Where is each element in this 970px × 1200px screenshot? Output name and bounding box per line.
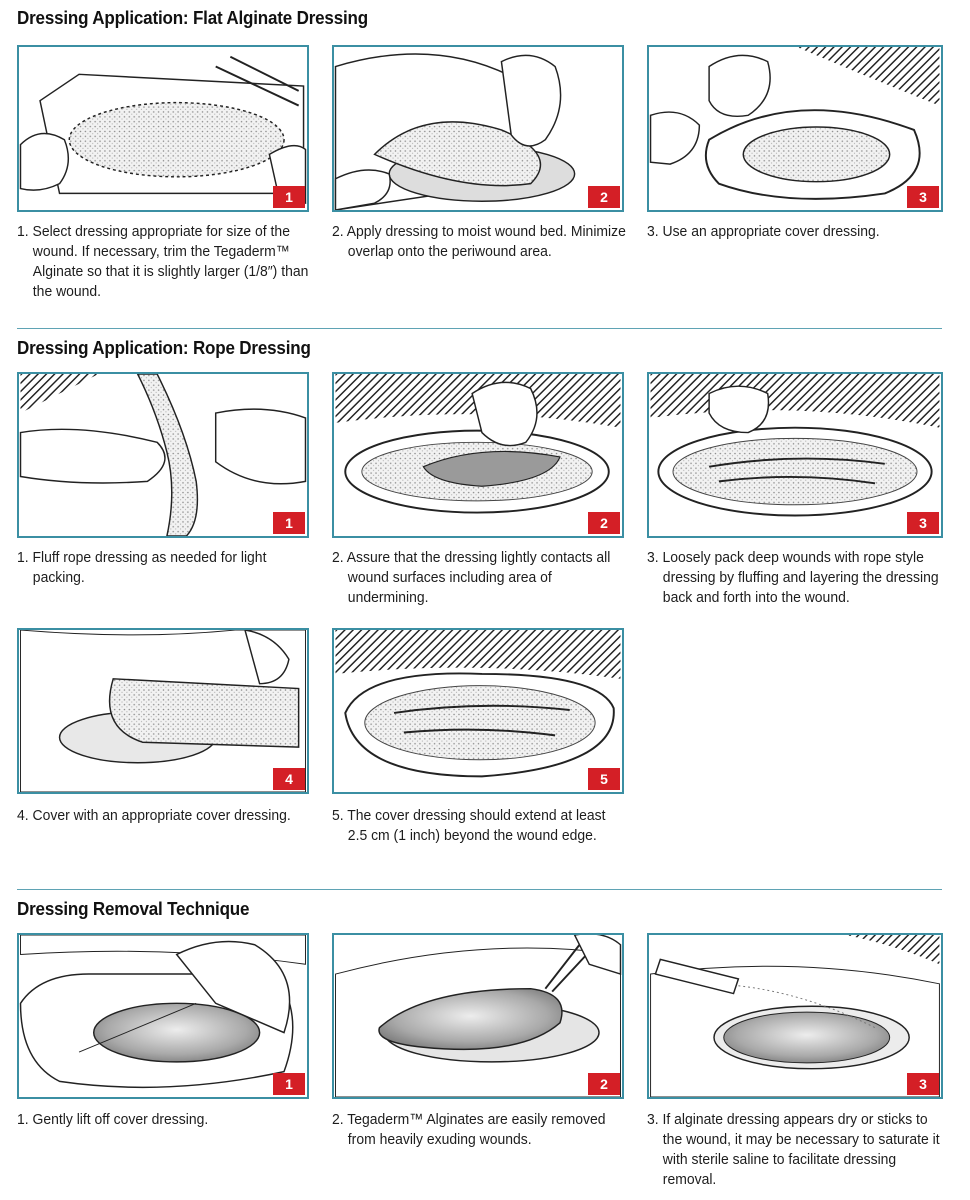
lift-cover-illustration [19, 935, 306, 1089]
illustration-rope-step-2: 2 [332, 372, 624, 538]
step-badge: 1 [273, 512, 305, 534]
step-caption: 1. Select dressing appropriate for size … [17, 223, 309, 300]
cover-dressing-illustration [649, 47, 940, 200]
illustration-removal-step-1: 1 [17, 933, 309, 1099]
step-caption: 1. Fluff rope dressing as needed for lig… [17, 549, 267, 586]
apply-dressing-illustration [334, 53, 576, 210]
step-caption: 5. The cover dressing should extend at l… [332, 807, 606, 844]
step-badge: 2 [588, 512, 620, 534]
step-caption: 2. Tegaderm™ Alginates are easily remove… [332, 1111, 606, 1148]
remove-alginate-illustration [335, 935, 622, 1097]
apply-cover-illustration [20, 630, 306, 792]
step-caption: 3. If alginate dressing appears dry or s… [647, 1111, 940, 1188]
section-title-removal: Dressing Removal Technique [17, 898, 250, 919]
step-badge: 3 [907, 512, 939, 534]
step-badge: 1 [273, 186, 305, 208]
trim-dressing-illustration [19, 55, 307, 205]
step-badge: 5 [588, 768, 620, 790]
illustration-rope-step-4: 4 [17, 628, 309, 794]
fluff-rope-illustration [19, 374, 307, 536]
step-badge: 4 [273, 768, 305, 790]
section-title-flat-alginate: Dressing Application: Flat Alginate Dres… [17, 7, 368, 28]
step-badge: 3 [907, 186, 939, 208]
illustration-rope-step-3: 3 [647, 372, 943, 538]
cover-extends-illustration [335, 630, 621, 778]
step-badge: 2 [588, 186, 620, 208]
illustration-flat-step-1: 1 [17, 45, 309, 212]
section-divider [17, 328, 942, 329]
step-caption: 4. Cover with an appropriate cover dress… [17, 807, 291, 824]
illustration-removal-step-3: 3 [647, 933, 943, 1099]
step-caption: 2. Apply dressing to moist wound bed. Mi… [332, 223, 626, 260]
step-caption: 2. Assure that the dressing lightly cont… [332, 549, 611, 606]
step-badge: 1 [273, 1073, 305, 1095]
illustration-removal-step-2: 2 [332, 933, 624, 1099]
step-caption: 1. Gently lift off cover dressing. [17, 1111, 209, 1128]
illustration-flat-step-2: 2 [332, 45, 624, 212]
section-divider [17, 889, 942, 890]
step-caption: 3. Use an appropriate cover dressing. [647, 223, 880, 240]
step-badge: 3 [907, 1073, 939, 1095]
step-badge: 2 [588, 1073, 620, 1095]
illustration-rope-step-5: 5 [332, 628, 624, 794]
illustration-flat-step-3: 3 [647, 45, 943, 212]
step-caption: 3. Loosely pack deep wounds with rope st… [647, 549, 939, 606]
section-title-rope-dressing: Dressing Application: Rope Dressing [17, 337, 311, 358]
pack-wound-illustration [650, 374, 940, 517]
saturate-saline-illustration [650, 935, 940, 1097]
illustration-rope-step-1: 1 [17, 372, 309, 538]
contact-wound-illustration [335, 374, 621, 514]
